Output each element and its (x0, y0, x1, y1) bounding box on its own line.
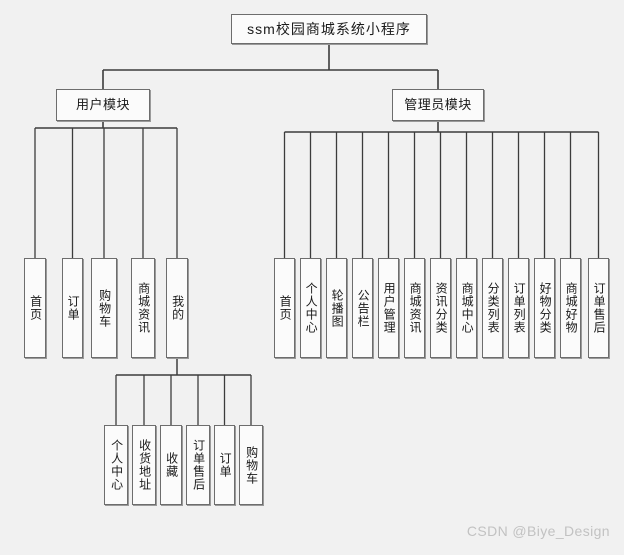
user-module-leaf-1[interactable]: 订单 (62, 258, 83, 358)
node-label: 订单 (218, 452, 233, 478)
admin-module-node[interactable]: 管理员模块 (392, 89, 484, 121)
admin-module-leaf-9[interactable]: 订单列表 (508, 258, 529, 358)
node-label: 我的 (170, 295, 185, 321)
node-label: 订单售后 (191, 439, 206, 491)
admin-module-leaf-4[interactable]: 用户管理 (378, 258, 399, 358)
user-module-node[interactable]: 用户模块 (56, 89, 150, 121)
node-label: 公告栏 (356, 288, 371, 328)
my-sub-leaf-5[interactable]: 购物车 (239, 425, 263, 505)
node-label: 商城好物 (564, 282, 579, 334)
node-label: 个人中心 (109, 439, 124, 491)
node-label: 购物车 (97, 288, 112, 328)
node-label: 轮播图 (330, 288, 345, 328)
admin-module-leaf-1[interactable]: 个人中心 (300, 258, 321, 358)
user-module-leaf-4[interactable]: 我的 (166, 258, 188, 358)
node-label: 首页 (278, 295, 293, 321)
admin-module-leaf-5[interactable]: 商城资讯 (404, 258, 425, 358)
node-label: 商城资讯 (408, 282, 423, 334)
user-module-leaf-2[interactable]: 购物车 (91, 258, 117, 358)
my-sub-leaf-3[interactable]: 订单售后 (186, 425, 210, 505)
user-module-leaf-3[interactable]: 商城资讯 (131, 258, 155, 358)
node-label: 收藏 (164, 452, 179, 478)
admin-module-leaf-3[interactable]: 公告栏 (352, 258, 373, 358)
admin-module-leaf-10[interactable]: 好物分类 (534, 258, 555, 358)
node-label: 个人中心 (304, 282, 319, 334)
admin-module-leaf-2[interactable]: 轮播图 (326, 258, 347, 358)
root-node-title[interactable]: ssm校园商城系统小程序 (231, 14, 427, 44)
node-label: 商城资讯 (136, 282, 151, 334)
admin-module-leaf-12[interactable]: 订单售后 (588, 258, 609, 358)
node-label: 用户模块 (75, 97, 130, 113)
node-label: 首页 (28, 295, 43, 321)
watermark-label: CSDN @Biye_Design (466, 523, 610, 539)
node-label: 订单 (66, 295, 81, 321)
node-label: 资讯分类 (434, 282, 449, 334)
node-label: 收货地址 (137, 439, 152, 491)
admin-module-leaf-0[interactable]: 首页 (274, 258, 295, 358)
admin-module-leaf-7[interactable]: 商城中心 (456, 258, 477, 358)
user-module-leaf-0[interactable]: 首页 (24, 258, 46, 358)
node-label: 好物分类 (538, 282, 553, 334)
node-label: 订单列表 (512, 282, 527, 334)
node-label: 订单售后 (592, 282, 607, 334)
node-label: 用户管理 (382, 282, 397, 334)
node-label: 购物车 (244, 445, 259, 485)
my-sub-leaf-2[interactable]: 收藏 (160, 425, 182, 505)
my-sub-leaf-1[interactable]: 收货地址 (132, 425, 156, 505)
my-sub-leaf-0[interactable]: 个人中心 (104, 425, 128, 505)
node-label: 分类列表 (486, 282, 501, 334)
node-label: ssm校园商城系统小程序 (247, 20, 411, 37)
my-sub-leaf-4[interactable]: 订单 (214, 425, 235, 505)
admin-module-leaf-8[interactable]: 分类列表 (482, 258, 503, 358)
node-label: 管理员模块 (404, 97, 472, 113)
node-label: 商城中心 (460, 282, 475, 334)
admin-module-leaf-11[interactable]: 商城好物 (560, 258, 581, 358)
admin-module-leaf-6[interactable]: 资讯分类 (430, 258, 451, 358)
